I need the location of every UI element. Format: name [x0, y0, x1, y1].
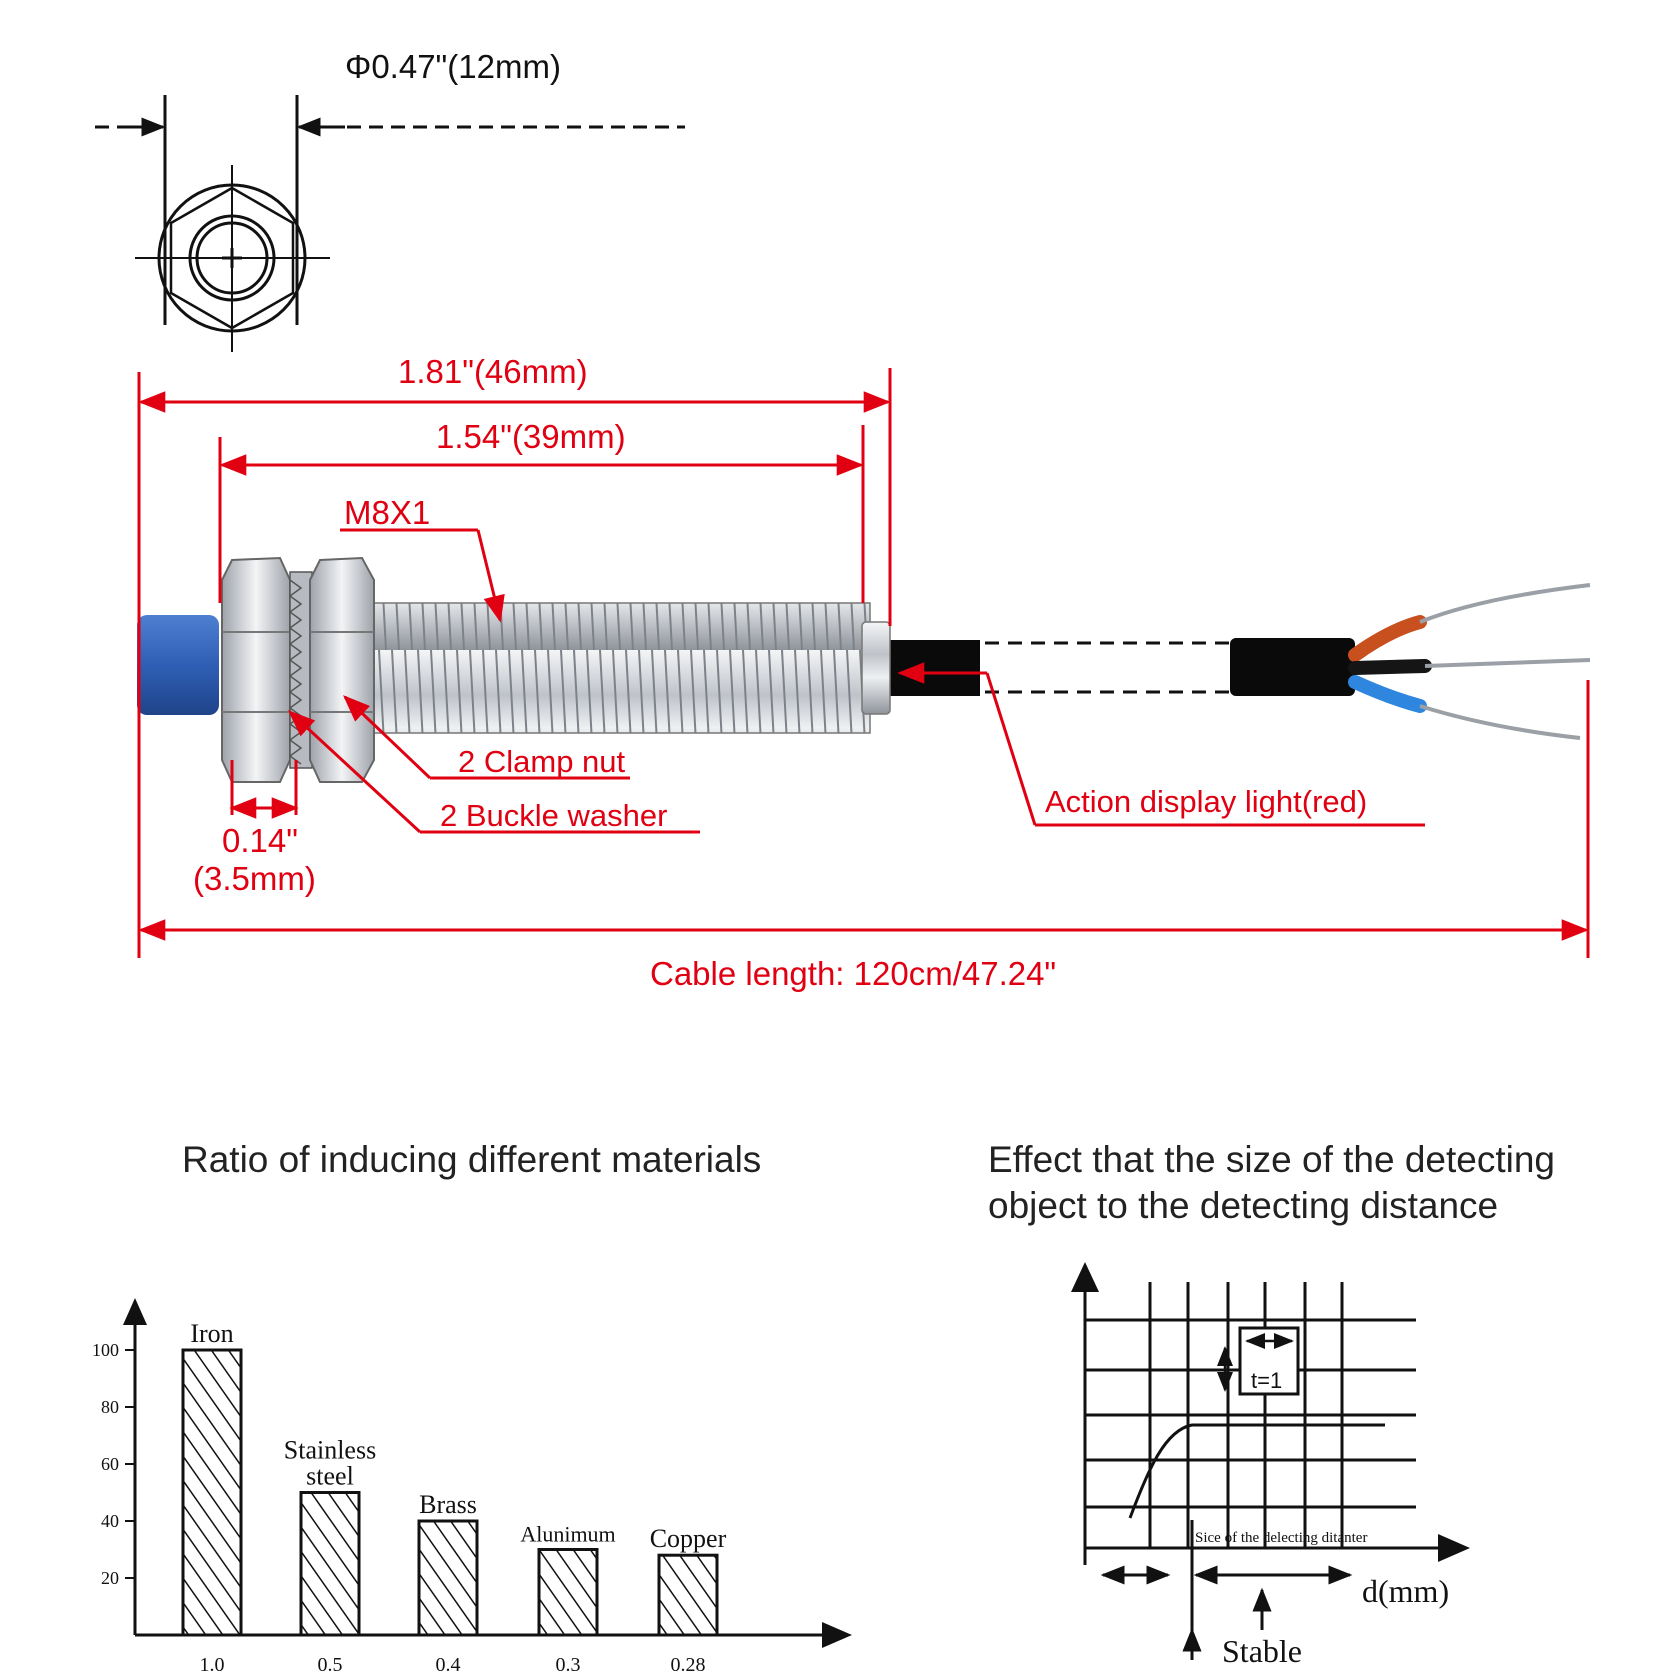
diameter-label: Φ0.47"(12mm) [345, 48, 561, 85]
bar-stainless-steel [299, 1491, 361, 1637]
bar-category-label: steel [306, 1462, 354, 1491]
cable-front [890, 640, 980, 696]
end-view-drawing [95, 95, 685, 352]
clamp-nut-right [309, 556, 375, 783]
thread-label: M8X1 [344, 494, 430, 531]
y-tick-label: 40 [101, 1511, 119, 1531]
barrel-end-collar [861, 621, 891, 715]
wire-blue [1348, 675, 1427, 713]
bar-category-label: Stainless [284, 1436, 376, 1465]
bar-category-label: Alunimum [520, 1522, 615, 1547]
blue-sensing-face [137, 615, 219, 715]
bar-alunimum [537, 1548, 599, 1637]
y-tick-label: 20 [101, 1568, 119, 1588]
y-axis-arrowhead [123, 1298, 147, 1325]
y-tick-label: 100 [92, 1340, 119, 1360]
threaded-barrel [364, 602, 871, 734]
buckle-washer [288, 571, 313, 769]
dimension-annotations [137, 368, 1590, 958]
wire-brown [1348, 615, 1427, 662]
x-axis-arrowhead [822, 1622, 852, 1648]
cable-length-label: Cable length: 120cm/47.24" [650, 955, 1056, 992]
bar-ratio-label: 0.5 [318, 1654, 343, 1676]
size-chart-title-line1: Effect that the size of the detecting [988, 1139, 1555, 1180]
bar-ratio-label: 0.28 [671, 1654, 706, 1676]
y-axis-ticks: 20 40 60 80 100 [92, 1340, 135, 1588]
wire-black [1348, 659, 1432, 675]
nut-width-label-mm: (3.5mm) [193, 860, 316, 897]
stable-label: Stable [1222, 1633, 1302, 1669]
y-tick-label: 80 [101, 1397, 119, 1417]
bar-ratio-label: 1.0 [200, 1654, 225, 1676]
bar-ratio-label: 0.4 [436, 1654, 461, 1676]
light-label: Action display light(red) [1045, 784, 1367, 819]
length-total-label: 1.81"(46mm) [398, 353, 588, 390]
bar-ratio-label: 0.3 [556, 1654, 581, 1676]
x-axis-label: d(mm) [1362, 1573, 1449, 1609]
clamp-nut-left [221, 556, 291, 783]
buckle-washer-label: 2 Buckle washer [440, 798, 667, 833]
inner-distance-label: Sice of the delecting ditanter [1195, 1530, 1367, 1546]
bar-iron [181, 1348, 243, 1637]
size-chart-title-line2: object to the detecting distance [988, 1185, 1498, 1226]
bar-category-label: Iron [190, 1319, 233, 1348]
bar-brass [417, 1519, 479, 1637]
clamp-nut-label: 2 Clamp nut [458, 744, 626, 779]
distance-curve [1128, 1423, 1385, 1519]
bar-category-label: Copper [650, 1524, 727, 1553]
cable-end [1230, 638, 1355, 696]
bar-copper [657, 1553, 719, 1637]
nut-width-label-inch: 0.14" [222, 822, 298, 859]
materials-chart-title: Ratio of inducing different materials [182, 1139, 761, 1180]
length-thread-label: 1.54"(39mm) [436, 418, 626, 455]
bar-category-label: Brass [419, 1490, 477, 1519]
inset-label: t=1 [1251, 1368, 1282, 1393]
y-tick-label: 60 [101, 1454, 119, 1474]
size-chart-graph [1071, 1262, 1470, 1660]
